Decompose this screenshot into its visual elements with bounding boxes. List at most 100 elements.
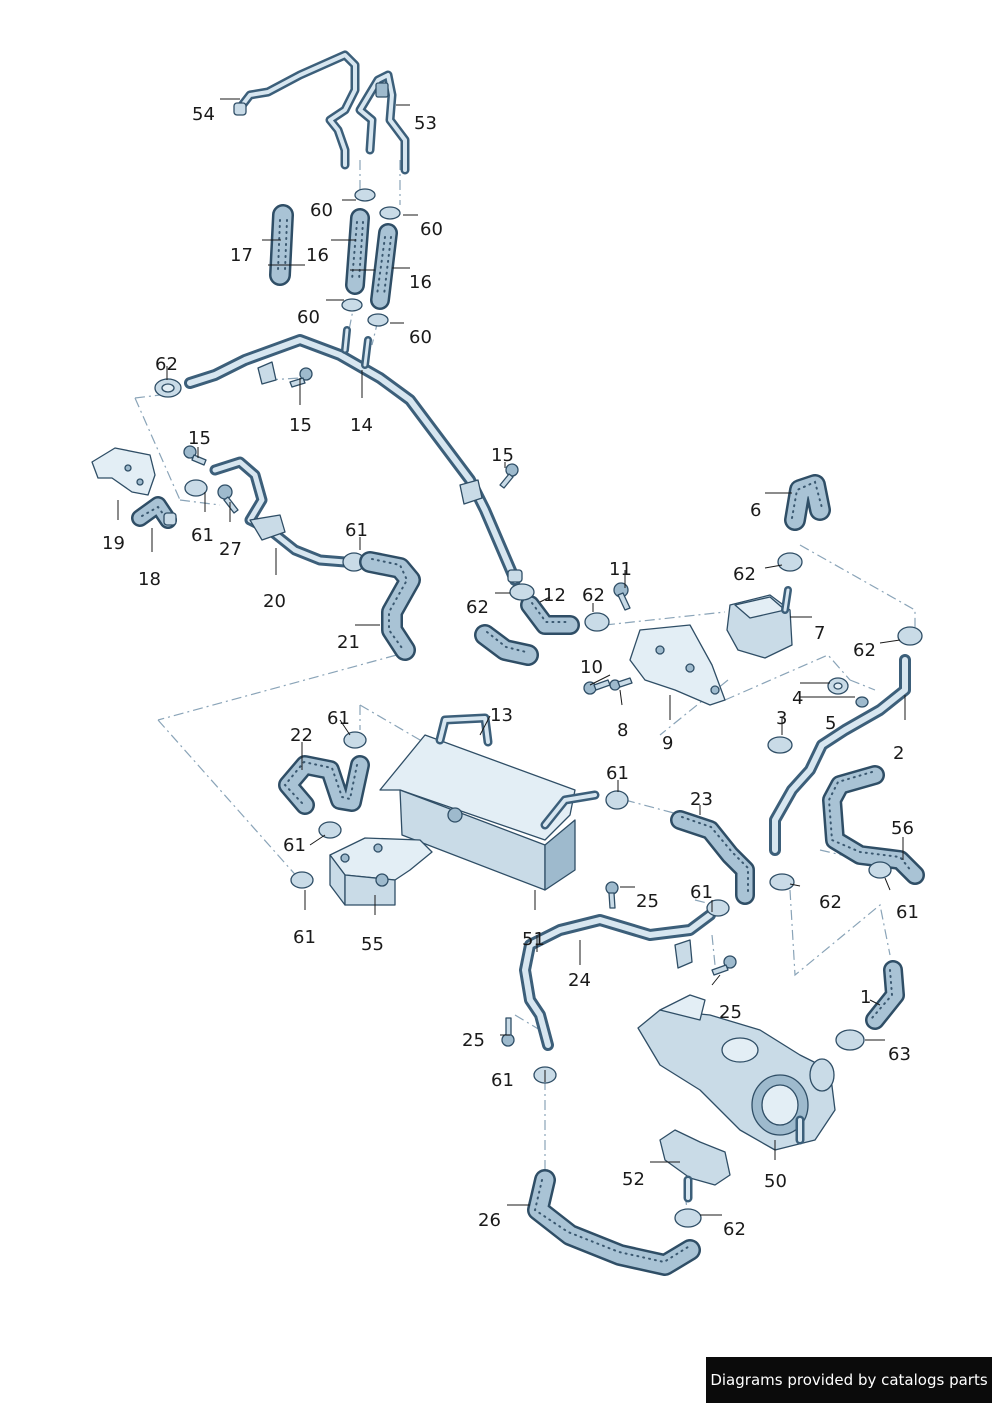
heat-shield-19[interactable] [91,447,156,496]
hose-16-left[interactable] [345,208,370,295]
callout-62[interactable]: 62 [733,564,756,585]
callout-16[interactable]: 16 [409,272,432,293]
callout-61[interactable]: 61 [491,1070,514,1091]
callout-11[interactable]: 11 [609,559,632,580]
callout-51[interactable]: 51 [522,929,545,950]
hose-23[interactable] [670,810,755,905]
callout-4[interactable]: 4 [792,688,803,709]
hose-16-right[interactable] [370,223,398,310]
callout-20[interactable]: 20 [263,591,286,612]
hose-12[interactable] [520,595,580,635]
callout-62[interactable]: 62 [155,354,178,375]
bolt-27[interactable] [217,484,239,514]
clamp-62c[interactable] [509,583,535,601]
callout-18[interactable]: 18 [138,569,161,590]
hose-1[interactable] [865,960,905,1030]
hose-unlabelled-middle[interactable] [474,624,539,666]
clamps-61c-61d[interactable] [343,731,629,810]
callout-16[interactable]: 16 [306,245,329,266]
clamps-61g-61h[interactable] [290,821,342,889]
coolant-pipe-20[interactable] [209,456,351,568]
callout-60[interactable]: 60 [409,327,432,348]
callout-15[interactable]: 15 [491,445,514,466]
parts-4-5[interactable] [827,677,869,708]
clamp-62a[interactable] [154,378,182,398]
hose-21[interactable] [359,551,421,661]
callout-13[interactable]: 13 [490,705,513,726]
bolts-15[interactable] [183,367,519,489]
clamp-61a[interactable] [184,479,208,497]
part-3[interactable] [767,736,793,754]
callout-27[interactable]: 27 [219,539,242,560]
callout-9[interactable]: 9 [662,733,673,754]
hose-22[interactable] [278,755,370,815]
callout-10[interactable]: 10 [580,657,603,678]
callout-17[interactable]: 17 [230,245,253,266]
hose-6[interactable] [784,474,831,531]
callout-52[interactable]: 52 [622,1169,645,1190]
clamp-63[interactable] [835,1029,865,1051]
callout-54[interactable]: 54 [192,104,215,125]
callout-62[interactable]: 62 [582,585,605,606]
callout-2[interactable]: 2 [893,743,904,764]
callout-61[interactable]: 61 [345,520,368,541]
pump-7[interactable] [726,586,793,659]
callout-12[interactable]: 12 [543,585,566,606]
callout-7[interactable]: 7 [814,623,825,644]
callout-6[interactable]: 6 [750,500,761,521]
callout-1[interactable]: 1 [860,987,871,1008]
callout-3[interactable]: 3 [776,708,787,729]
coolant-pipe-54[interactable] [233,50,360,170]
callout-50[interactable]: 50 [764,1171,787,1192]
coolant-pipe-24[interactable] [519,909,716,1051]
callout-61[interactable]: 61 [283,835,306,856]
callout-53[interactable]: 53 [414,113,437,134]
callout-62[interactable]: 62 [723,1219,746,1240]
callout-63[interactable]: 63 [888,1044,911,1065]
callout-62[interactable]: 62 [853,640,876,661]
callout-61[interactable]: 61 [191,525,214,546]
callout-21[interactable]: 21 [337,632,360,653]
callout-26[interactable]: 26 [478,1210,501,1231]
callout-25[interactable]: 25 [462,1030,485,1051]
callout-5[interactable]: 5 [825,713,836,734]
bracket-9[interactable] [629,624,726,706]
thermostat-housing-50[interactable] [637,994,836,1151]
callout-23[interactable]: 23 [690,789,713,810]
clamp-62g[interactable] [674,1208,702,1228]
callout-15[interactable]: 15 [289,415,312,436]
callout-61[interactable]: 61 [293,927,316,948]
hose-26[interactable] [527,1169,701,1276]
callout-62[interactable]: 62 [466,597,489,618]
callout-60[interactable]: 60 [310,200,333,221]
pump-52[interactable] [659,1129,731,1203]
bolts-25[interactable] [501,881,737,1047]
callout-25[interactable]: 25 [636,891,659,912]
clamp-62e[interactable] [897,626,923,646]
callout-25[interactable]: 25 [719,1002,742,1023]
callout-60[interactable]: 60 [420,219,443,240]
cooler-55[interactable] [329,837,433,906]
callout-22[interactable]: 22 [290,725,313,746]
callout-61[interactable]: 61 [690,882,713,903]
clamps-62f-61e[interactable] [769,861,892,891]
coolant-pipe-2[interactable] [769,654,911,856]
callout-14[interactable]: 14 [350,415,373,436]
callout-8[interactable]: 8 [617,720,628,741]
hose-56[interactable] [822,765,925,885]
callout-55[interactable]: 55 [361,934,384,955]
clamp-62b[interactable] [777,552,803,572]
callout-60[interactable]: 60 [297,307,320,328]
hose-17[interactable] [269,204,294,286]
bolts-10-8[interactable] [583,677,633,695]
callout-62[interactable]: 62 [819,892,842,913]
clamp-62d[interactable] [584,612,610,632]
callout-61[interactable]: 61 [896,902,919,923]
coolant-pipe-14[interactable] [184,326,523,586]
callout-24[interactable]: 24 [568,970,591,991]
callout-19[interactable]: 19 [102,533,125,554]
coolant-pipe-53[interactable] [355,70,410,175]
hose-18[interactable] [131,496,177,529]
bolt-11[interactable] [613,582,631,611]
callout-61[interactable]: 61 [606,763,629,784]
